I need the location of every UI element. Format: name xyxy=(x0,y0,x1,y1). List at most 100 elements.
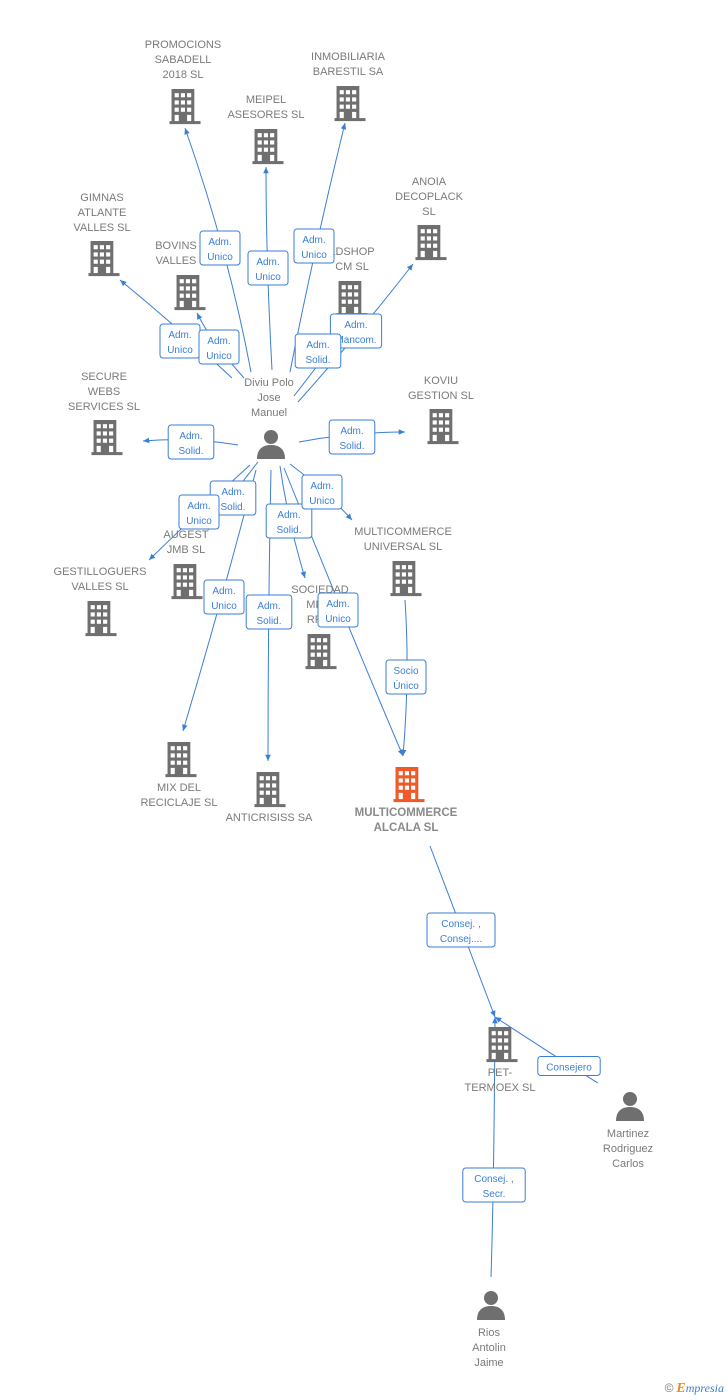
edge-label-diviu-mc_universal[interactable]: Adm.Unico xyxy=(301,474,343,510)
node-gestilloguers[interactable]: GESTILLOGUERS VALLES SL xyxy=(54,566,147,637)
edge-label-text: Consej.... xyxy=(440,934,482,945)
edge-label-rios-pettermoex[interactable]: Consej. ,Secr. xyxy=(462,1167,526,1203)
edge-label-diviu-promocions[interactable]: Adm.Unico xyxy=(199,230,241,266)
edge-label-box xyxy=(167,424,215,460)
edge-label-box xyxy=(178,494,220,530)
edge-label-text: Adm. xyxy=(277,510,300,521)
node-label: AUGEST xyxy=(163,529,209,541)
edge-label-text: Adm. xyxy=(257,601,280,612)
edge-label-diviu-inmobiliaria[interactable]: Adm.Unico xyxy=(293,228,335,264)
node-label: 2018 SL xyxy=(163,69,204,81)
edge-label-diviu-anticrisiss[interactable]: Adm. Solid. xyxy=(245,594,293,630)
edge-label-text: Consejero xyxy=(546,1063,592,1074)
node-label: Jose xyxy=(257,392,280,404)
edge-label-mc_alcala-pettermoex[interactable]: Consej. , Consej.... xyxy=(426,912,496,948)
edge-label-text: Unico xyxy=(206,351,232,362)
empresia-brand: ©Empresia xyxy=(665,1381,724,1397)
edge-label-diviu-gestilloguers[interactable]: Adm. Unico xyxy=(178,494,220,530)
node-label: VALLES xyxy=(156,255,197,267)
building-icon xyxy=(254,772,286,808)
edge-label-diviu-mixdel[interactable]: Adm.Unico xyxy=(203,579,245,615)
node-label: PET- xyxy=(488,1067,513,1079)
edge-label-text: Solid. xyxy=(178,446,203,457)
node-label: VALLES SL xyxy=(73,222,130,234)
node-label: TERMOEX SL xyxy=(465,1082,536,1094)
edge-label-box xyxy=(301,474,343,510)
edge-label-text: Unico xyxy=(186,516,212,527)
node-label: LDSHOP xyxy=(329,246,374,258)
node-label: GIMNAS xyxy=(80,192,123,204)
edge-label-text: Consej. , xyxy=(441,919,480,930)
edge-label-diviu-secure[interactable]: Adm. Solid. xyxy=(167,424,215,460)
building-icon xyxy=(334,86,366,122)
edge-label-text: Adm. xyxy=(207,336,230,347)
building-icon xyxy=(85,601,117,637)
node-augest[interactable]: AUGEST JMB SL xyxy=(163,529,209,600)
edge-label-text: Solid. xyxy=(256,616,281,627)
edge-label-box xyxy=(247,250,289,286)
node-label: MULTICOMMERCE xyxy=(355,807,458,819)
edge-label-text: Adm. xyxy=(187,501,210,512)
node-pettermoex[interactable]: PET- TERMOEX SL xyxy=(465,1027,536,1094)
node-anticrisiss[interactable]: ANTICRISISS SA xyxy=(226,772,313,824)
edge-label-martinez-pettermoex[interactable]: Consejero xyxy=(537,1056,601,1076)
edge-label-text: Unico xyxy=(301,250,327,261)
edge-label-box xyxy=(537,1056,601,1076)
edge-label-diviu-sociedad[interactable]: Adm.Solid. xyxy=(265,503,313,539)
edge-label-diviu-anoia[interactable]: Adm.Mancom. xyxy=(329,313,383,349)
edge-label-text: Adm. xyxy=(212,586,235,597)
node-label: BOVINS xyxy=(155,240,197,252)
node-mc_alcala[interactable]: MULTICOMMERCE ALCALA SL xyxy=(355,767,458,834)
node-label: VALLES SL xyxy=(71,581,128,593)
edge-label-box xyxy=(199,230,241,266)
node-label: Antolin xyxy=(472,1342,506,1354)
node-label: JMB SL xyxy=(167,544,206,556)
node-label: ALCALA SL xyxy=(374,822,439,834)
building-icon xyxy=(427,409,459,445)
edge-label-diviu-meipel[interactable]: Adm.Unico xyxy=(247,250,289,286)
edge-label-diviu-mc_alcala[interactable]: Adm.Unico xyxy=(317,592,359,628)
building-icon xyxy=(88,241,120,277)
edge-label-text: Adm. xyxy=(310,481,333,492)
building-icon xyxy=(165,742,197,778)
node-label: MULTICOMMERCE xyxy=(354,526,452,538)
building-icon xyxy=(252,129,284,165)
edge-label-text: Consej. , xyxy=(474,1174,513,1185)
edge-label-text: Adm. xyxy=(340,426,363,437)
edge-label-diviu-koviu[interactable]: Adm.Solid. xyxy=(328,419,376,455)
edge-label-box xyxy=(328,419,376,455)
edge-label-diviu-bovins[interactable]: Adm. Unico xyxy=(198,329,240,365)
building-icon xyxy=(336,281,368,317)
edge-label-text: Adm. xyxy=(179,431,202,442)
edge-label-diviu-goldshop[interactable]: Adm.Solid. xyxy=(294,333,342,369)
edge-label-box xyxy=(203,579,245,615)
node-label: GESTILLOGUERS xyxy=(54,566,147,578)
edge-label-text: Socio xyxy=(393,666,418,677)
node-label: UNIVERSAL SL xyxy=(364,541,442,553)
building-icon xyxy=(174,275,206,311)
node-mc_universal[interactable]: MULTICOMMERCE UNIVERSAL SL xyxy=(354,526,452,597)
node-label: WEBS xyxy=(88,386,120,398)
node-label: SECURE xyxy=(81,371,127,383)
node-label: Carlos xyxy=(612,1158,644,1170)
edge-label-diviu-gimnas[interactable]: Adm.Unico xyxy=(159,323,201,359)
edge-label-text: Solid. xyxy=(305,355,330,366)
building-icon xyxy=(390,561,422,597)
edge-label-text: Mancom. xyxy=(335,335,376,346)
node-bovins[interactable]: BOVINS VALLES xyxy=(155,240,206,311)
node-label: ANOIA xyxy=(412,176,447,188)
node-label: Manuel xyxy=(251,407,287,419)
